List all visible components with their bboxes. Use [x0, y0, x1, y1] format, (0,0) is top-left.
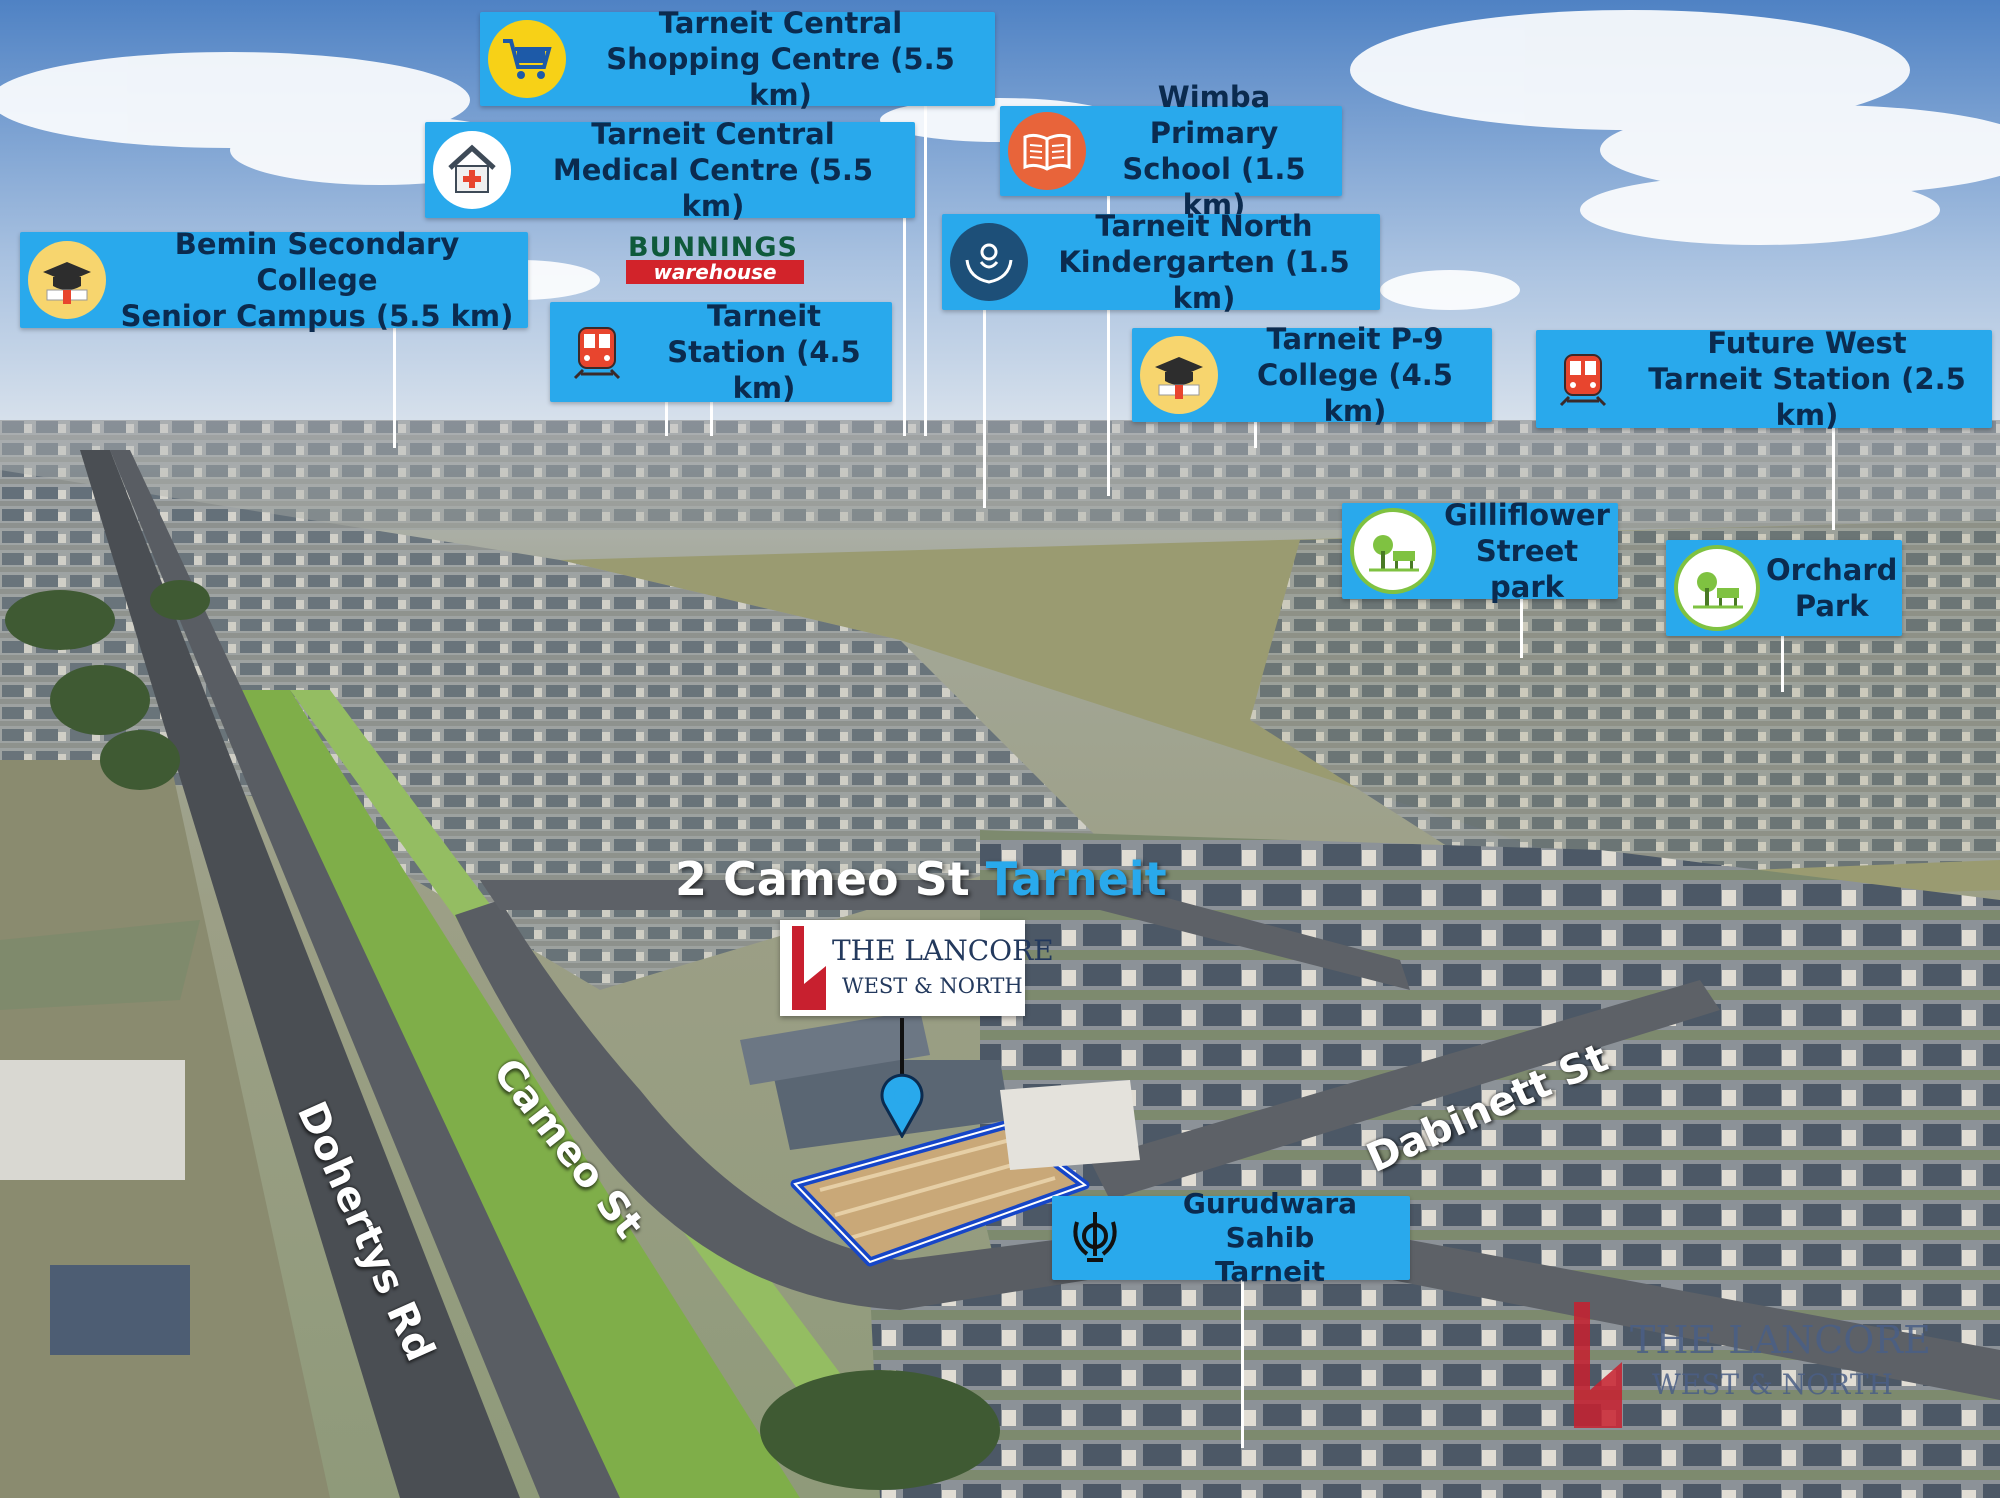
book-icon: [1008, 112, 1086, 190]
leader-line-bemin: [393, 326, 396, 448]
leader-line-gurudwara: [1241, 1278, 1244, 1448]
khanda-icon: [1060, 1203, 1130, 1273]
graduation-cap-icon: [28, 241, 106, 319]
poi-station: Tarneit Station (4.5 km): [550, 299, 892, 405]
property-address: 2 Cameo St Tarneit: [675, 852, 1167, 906]
lancore-watermark-title: THE LANCORE: [1630, 1318, 1931, 1362]
poi-orchard-label: Orchard Park: [1766, 553, 1898, 623]
lancore-logo-card: THE LANCORE WEST & NORTH: [780, 920, 1054, 1016]
leader-line-kinder: [983, 308, 986, 508]
medical-house-icon: [433, 131, 511, 209]
poi-station-label: Tarneit Station (4.5 km): [667, 299, 861, 405]
address-street: 2 Cameo St: [675, 852, 970, 906]
poi-medical: Tarneit Central Medical Centre (5.5 km): [425, 117, 915, 223]
leader-line-p9: [1254, 420, 1257, 448]
poi-p9: Tarneit P-9 College (4.5 km): [1132, 322, 1492, 428]
poi-shopping-label: Tarneit Central Shopping Centre (5.5 km): [606, 6, 955, 112]
poi-westtarneit-label: Future West Tarneit Station (2.5 km): [1648, 326, 1966, 432]
leader-line-gilliflower: [1520, 598, 1523, 658]
leader-line-shopping: [924, 102, 927, 436]
poi-gurudwara-label: Gurudwara Sahib Tarneit: [1182, 1187, 1358, 1288]
leader-line-westtarneit: [1832, 428, 1835, 530]
lancore-logo-title: THE LANCORE: [832, 934, 1054, 967]
poi-gilliflower-label: Gilliflower Street park: [1444, 498, 1610, 604]
leader-line-station: [710, 400, 713, 436]
leader-line-medical: [903, 212, 906, 436]
location-pin-icon: [880, 1073, 924, 1138]
park-icon: [1674, 545, 1760, 631]
poi-medical-label: Tarneit Central Medical Centre (5.5 km): [552, 117, 874, 223]
leader-line-wimba: [1107, 192, 1110, 496]
baby-hands-icon: [950, 223, 1028, 301]
poi-wimba-label: Wimba Primary School (1.5 km): [1122, 80, 1306, 222]
bunnings-logo-text: BUNNINGS: [628, 232, 798, 263]
train-icon: [558, 313, 636, 391]
lancore-watermark-subtitle: WEST & NORTH: [1652, 1368, 1893, 1401]
lancore-logo-subtitle: WEST & NORTH: [842, 974, 1023, 998]
poi-shopping: Tarneit Central Shopping Centre (5.5 km): [480, 6, 995, 112]
graduation-cap-icon: [1140, 336, 1218, 414]
shopping-cart-icon: [488, 20, 566, 98]
address-suburb: Tarneit: [985, 852, 1167, 906]
lancore-logo-mark: [792, 926, 826, 1010]
poi-kinder: Tarneit North Kindergarten (1.5 km): [942, 209, 1380, 315]
poi-kinder-label: Tarneit North Kindergarten (1.5 km): [1058, 209, 1350, 315]
leader-line-bunnings: [665, 400, 668, 436]
park-icon: [1350, 508, 1436, 594]
bunnings-logo-subtext: warehouse: [626, 260, 804, 284]
bunnings-logo: BUNNINGS warehouse: [626, 232, 806, 286]
train-icon: [1544, 340, 1622, 418]
leader-line-orchard: [1781, 634, 1784, 692]
property-pin: [900, 1018, 904, 1078]
poi-p9-label: Tarneit P-9 College (4.5 km): [1257, 322, 1453, 428]
lancore-watermark-mark: [1574, 1302, 1622, 1428]
poi-gurudwara: Gurudwara Sahib Tarneit: [1052, 1187, 1410, 1288]
poi-bemin-label: Bemin Secondary College Senior Campus (5…: [120, 227, 514, 333]
poi-westtarneit: Future West Tarneit Station (2.5 km): [1536, 326, 1992, 432]
poi-orchard: Orchard Park: [1666, 540, 1902, 636]
poi-gilliflower: Gilliflower Street park: [1342, 498, 1618, 604]
poi-bemin: Bemin Secondary College Senior Campus (5…: [20, 227, 528, 333]
poi-wimba: Wimba Primary School (1.5 km): [1000, 80, 1342, 222]
